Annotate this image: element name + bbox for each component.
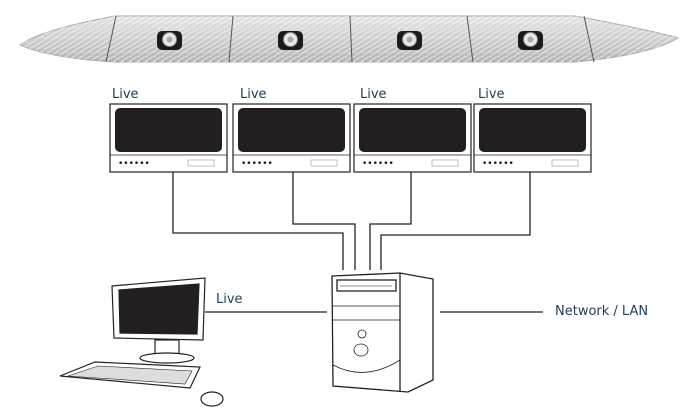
- svg-text:••••••: ••••••: [118, 159, 150, 169]
- wire-monitor-2: [292, 172, 356, 270]
- network-label: Network / LAN: [555, 304, 649, 319]
- monitor-label: Live: [360, 87, 387, 102]
- monitor-label: Live: [478, 87, 505, 102]
- monitor-3: ••••••: [353, 103, 472, 173]
- monitor-4: ••••••: [473, 103, 592, 173]
- monitor-label: Live: [240, 87, 267, 102]
- speed-bump: [19, 15, 680, 63]
- workstation: [59, 277, 224, 407]
- wire-monitor-1: [172, 172, 344, 270]
- camera-icon: [278, 31, 303, 50]
- monitor-1: ••••••: [109, 103, 228, 173]
- svg-text:••••••: ••••••: [482, 159, 514, 169]
- workstation-label: Live: [216, 292, 243, 307]
- wires: [172, 172, 543, 313]
- camera-icon: [397, 31, 422, 50]
- wire-monitor-3: [369, 172, 412, 270]
- camera-icon: [518, 31, 543, 50]
- svg-text:••••••: ••••••: [241, 159, 273, 169]
- wire-monitor-4: [380, 172, 531, 270]
- svg-text:••••••: ••••••: [362, 159, 394, 169]
- pc-tower: [331, 272, 434, 393]
- monitor-label: Live: [112, 87, 139, 102]
- monitor-2: ••••••: [232, 103, 351, 173]
- camera-icon: [157, 31, 182, 50]
